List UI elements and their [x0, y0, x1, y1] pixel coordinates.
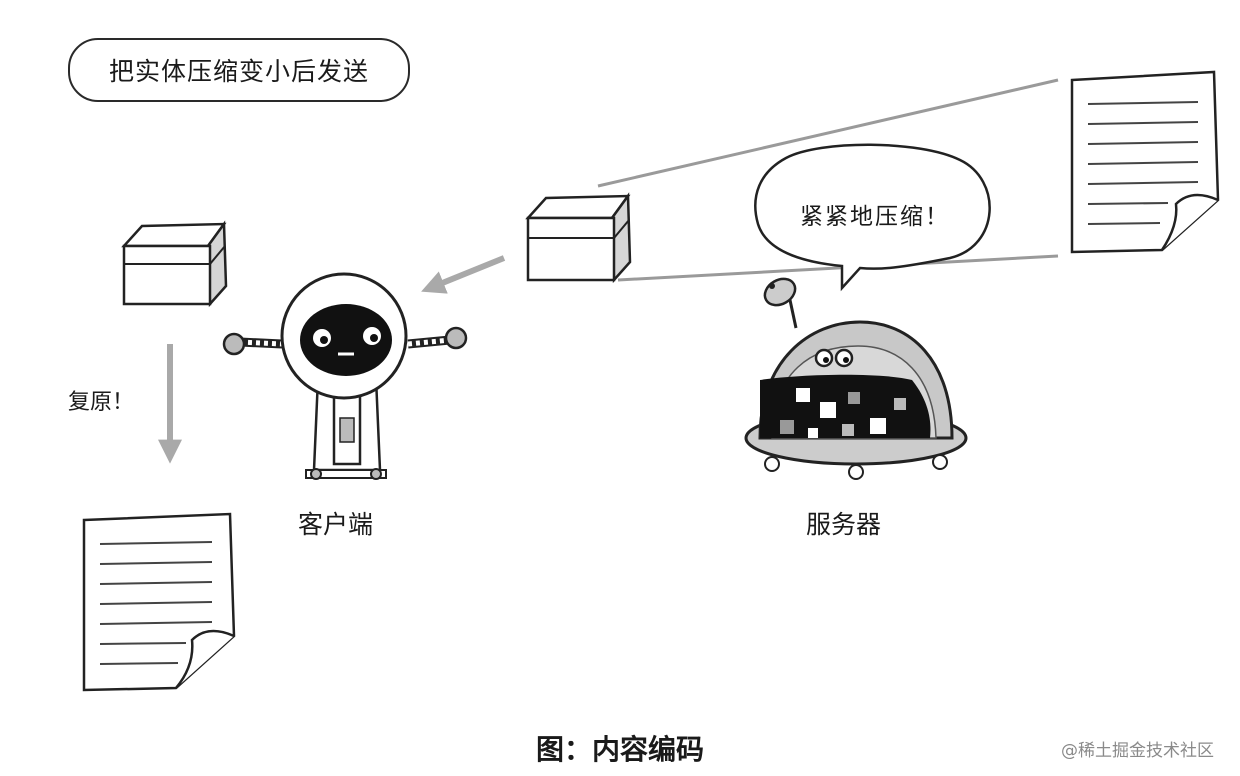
client-label: 客户端 — [298, 510, 374, 539]
zoom-lines — [597, 78, 1059, 282]
client-compressed-box-icon — [121, 220, 228, 308]
figure-caption: 图：内容编码 — [535, 733, 704, 766]
server-label: 服务器 — [806, 510, 882, 539]
watermark: @稀土掘金技术社区 — [1061, 741, 1214, 761]
server-compressed-box-icon — [525, 192, 632, 284]
speech-bubble-icon — [754, 143, 991, 292]
title-box: 把实体压缩变小后发送 — [68, 38, 410, 102]
server-robot-icon — [744, 277, 968, 480]
title-text: 把实体压缩变小后发送 — [108, 57, 369, 86]
speech-bubble-text: 紧紧地压缩！ — [800, 204, 950, 230]
restore-label: 复原！ — [68, 390, 135, 415]
server-document-icon — [1070, 70, 1220, 254]
client-robot-icon — [222, 272, 468, 480]
arrow-left-icon — [421, 255, 506, 294]
client-document-icon — [82, 512, 236, 692]
